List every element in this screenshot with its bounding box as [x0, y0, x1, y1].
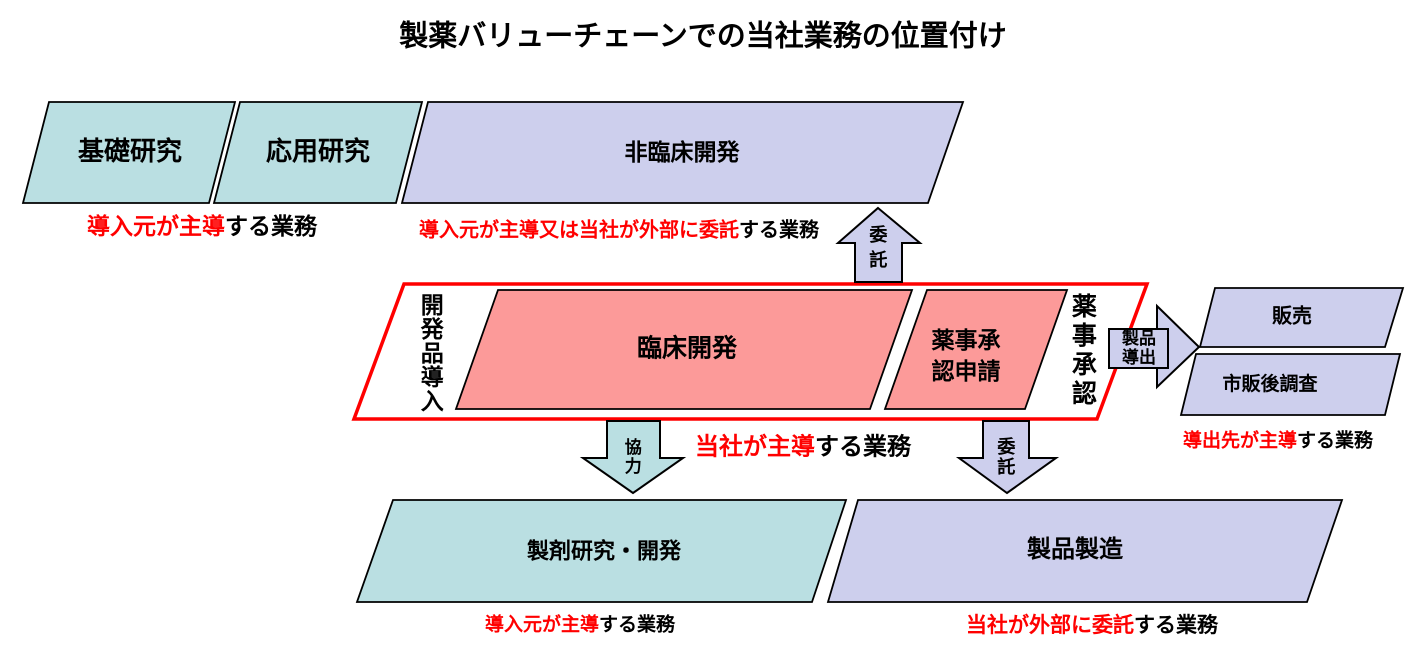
- post-marketing-shape: [1179, 353, 1402, 416]
- outsource-down-arrow-label: 委託: [995, 437, 1016, 477]
- annotation-bottom-left: 導入元が主導する業務: [485, 610, 675, 637]
- cooperation-down-arrow-label: 協力: [621, 438, 641, 476]
- annotation-bottom-right-black: する業務: [1134, 614, 1218, 637]
- cooperation-down-arrow: [579, 420, 687, 495]
- applied-research-label: 応用研究: [265, 136, 371, 167]
- clinical-development-label: 臨床開発: [636, 334, 738, 363]
- product-manufacturing-shape: [826, 499, 1344, 603]
- applied-research-shape: [212, 101, 424, 204]
- basic-research-shape: [21, 101, 237, 204]
- annotation-middle: 当社が主導する業務: [695, 427, 911, 462]
- outsource-up-arrow: [835, 206, 923, 283]
- approval-application-shape: [883, 289, 1069, 410]
- sales-label: 販売: [1272, 305, 1312, 328]
- page-title: 製薬バリューチェーンでの当社業務の位置付け: [399, 20, 1007, 53]
- annotation-top-left-black: する業務: [225, 213, 317, 239]
- outsource-down-arrow: [955, 420, 1060, 495]
- annotation-bottom-left-black: する業務: [599, 614, 676, 636]
- license-in-vertical-label: 開発品導入: [417, 293, 444, 413]
- annotation-top-mid: 導入元が主導又は当社が外部に委託する業務: [419, 214, 819, 243]
- annotation-top-mid-red: 導入元が主導又は当社が外部に委託: [419, 219, 739, 242]
- approval-application-label: 薬事承認申請: [931, 327, 1001, 384]
- formulation-rnd-label: 製剤研究・開発: [526, 538, 682, 564]
- annotation-top-left-red: 導入元が主導: [87, 213, 225, 239]
- annotation-right-black: する業務: [1297, 430, 1374, 452]
- outsource-up-arrow-label: 委託: [867, 225, 888, 275]
- annotation-top-left: 導入元が主導する業務: [87, 207, 317, 241]
- license-out-arrow-shaft: [1108, 328, 1169, 369]
- sales-shape: [1198, 287, 1405, 348]
- annotation-bottom-right-red: 当社が外部に委託: [966, 614, 1134, 637]
- annotation-right-red: 導出先が主導: [1182, 430, 1297, 452]
- annotation-right: 導出先が主導する業務: [1183, 426, 1373, 453]
- basic-research-label: 基礎研究: [77, 136, 183, 167]
- annotation-bottom-right: 当社が外部に委託する業務: [966, 609, 1218, 639]
- nonclinical-development-label: 非臨床開発: [624, 138, 740, 165]
- clinical-development-shape: [454, 289, 914, 410]
- annotation-middle-black: する業務: [815, 433, 911, 461]
- annotation-bottom-left-red: 導入元が主導: [484, 614, 599, 636]
- approval-vertical-label: 薬事承認: [1068, 293, 1097, 409]
- product-manufacturing-label: 製品製造: [1027, 536, 1123, 564]
- license-out-arrow-label: 製品導出: [1122, 329, 1156, 367]
- annotation-middle-red: 当社が主導: [695, 433, 815, 461]
- formulation-rnd-shape: [355, 499, 848, 603]
- post-marketing-label: 市販後調査: [1222, 374, 1318, 396]
- annotation-top-mid-black: する業務: [739, 219, 819, 242]
- nonclinical-development-shape: [400, 101, 965, 204]
